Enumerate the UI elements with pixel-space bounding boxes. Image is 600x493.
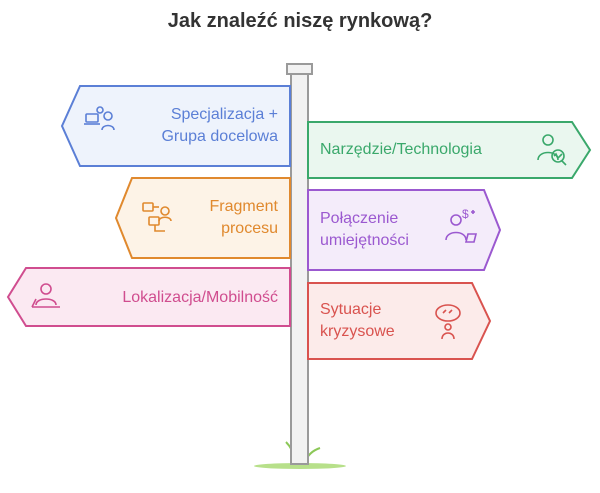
sign-specjalizacja	[60, 85, 291, 167]
sign-narzedzie-label: Narzędzie/Technologia	[320, 138, 530, 162]
remote-worker-icon	[31, 283, 60, 308]
sign-specjalizacja-label: Specjalizacja + Grupa docelowa	[98, 100, 278, 152]
sign-sytuacje	[307, 282, 492, 360]
analyst-chart-icon	[537, 134, 567, 166]
crisis-mind-icon	[435, 304, 461, 340]
sign-label-line: kryzysowe	[320, 323, 395, 340]
sign-label-line: Połączenie	[320, 210, 399, 227]
sign-label-line: Specjalizacja +	[170, 106, 278, 123]
sign-label-line: Lokalizacja/Mobilność	[122, 289, 278, 306]
page-title: Jak znaleźć niszę rynkową?	[167, 10, 433, 32]
sign-fragment	[114, 177, 291, 259]
skill-money-icon: $	[445, 207, 478, 243]
sign-label-line: Narzędzie/Technologia	[320, 141, 482, 158]
sign-label-line: Grupa docelowa	[161, 128, 278, 145]
process-flow-icon	[142, 202, 172, 232]
sign-label-line: umiejętności	[320, 232, 409, 249]
sign-lokalizacja-label: Lokalizacja/Mobilność	[70, 286, 278, 310]
sign-label-line: Fragment	[209, 198, 278, 215]
sign-label-line: procesu	[221, 220, 278, 237]
sign-narzedzie	[307, 121, 592, 179]
sign-lokalizacja	[6, 267, 291, 327]
svg-text:$: $	[462, 207, 469, 221]
sign-polaczenie: $	[307, 189, 502, 271]
sign-fragment-label: Fragment procesu	[180, 196, 278, 240]
sign-sytuacje-label: Sytuacje kryzysowe	[320, 298, 430, 344]
sign-polaczenie-label: Połączenie umiejętności	[320, 206, 440, 254]
people-laptop-icon	[84, 106, 115, 131]
sign-label-line: Sytuacje	[320, 301, 382, 318]
